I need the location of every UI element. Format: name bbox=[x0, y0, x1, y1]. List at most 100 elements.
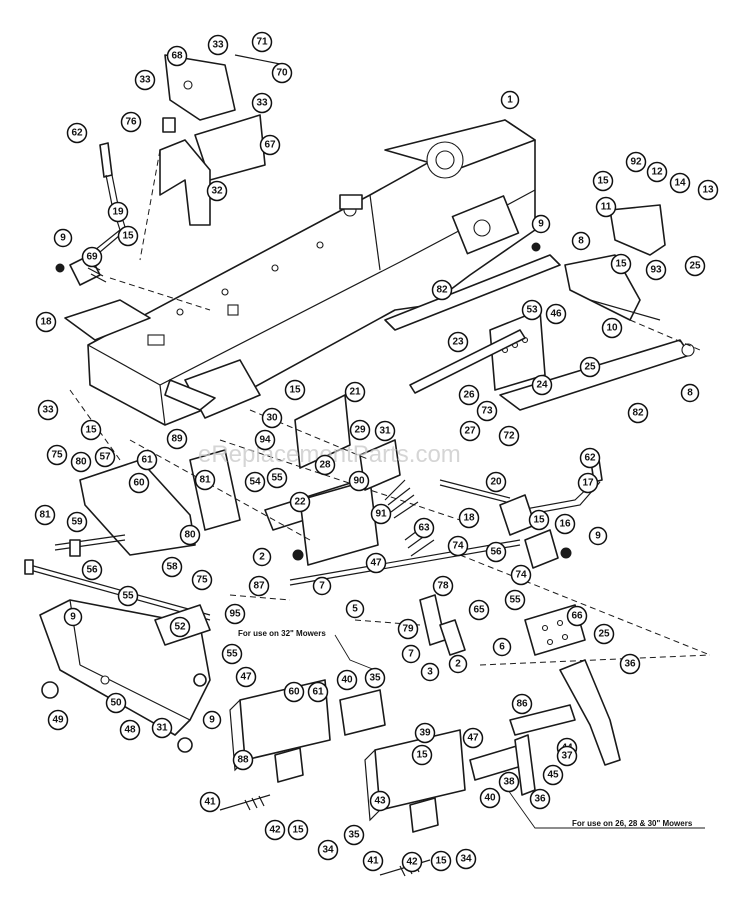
callout-circle bbox=[601, 317, 623, 339]
callout-number: 9 bbox=[70, 612, 76, 623]
callout-26: 26 bbox=[458, 384, 480, 406]
callout-80: 80 bbox=[70, 451, 92, 473]
lower-brackets bbox=[229, 679, 576, 833]
note-leader-26-28-30 bbox=[507, 789, 705, 829]
callout-circle bbox=[336, 669, 358, 691]
callout-circle bbox=[579, 447, 601, 469]
callout-circle bbox=[166, 45, 188, 67]
callout-60: 60 bbox=[283, 681, 305, 703]
callout-19: 19 bbox=[107, 201, 129, 223]
callout-12: 12 bbox=[646, 161, 668, 183]
callout-number: 82 bbox=[436, 285, 448, 296]
callout-circle bbox=[264, 819, 286, 841]
callout-circle bbox=[151, 717, 173, 739]
callout-number: 2 bbox=[455, 659, 461, 670]
callout-circle bbox=[593, 623, 615, 645]
callout-31: 31 bbox=[374, 420, 396, 442]
callout-number: 30 bbox=[266, 413, 278, 424]
callout-circle bbox=[420, 662, 440, 682]
callout-67: 67 bbox=[259, 134, 281, 156]
callout-circle bbox=[645, 259, 667, 281]
callout-circle bbox=[431, 279, 453, 301]
callout-number: 47 bbox=[370, 558, 382, 569]
callout-number: 9 bbox=[209, 715, 215, 726]
callout-number: 13 bbox=[702, 185, 714, 196]
callout-circle bbox=[369, 790, 391, 812]
callout-number: 63 bbox=[418, 523, 430, 534]
callout-25: 25 bbox=[684, 255, 706, 277]
callout-45: 45 bbox=[542, 764, 564, 786]
callout-number: 65 bbox=[473, 605, 485, 616]
callout-number: 47 bbox=[467, 733, 479, 744]
callout-16: 16 bbox=[554, 513, 576, 535]
callout-number: 82 bbox=[632, 408, 644, 419]
callout-number: 2 bbox=[259, 552, 265, 563]
note-26-28-30-mowers: For use on 26, 28 & 30" Mowers bbox=[572, 819, 693, 828]
callout-number: 49 bbox=[52, 715, 64, 726]
callout-82: 82 bbox=[627, 402, 649, 424]
callout-circle bbox=[545, 303, 567, 325]
callout-circle bbox=[479, 787, 501, 809]
center-linkage bbox=[264, 394, 521, 586]
callout-number: 72 bbox=[503, 431, 515, 442]
callout-number: 10 bbox=[606, 323, 618, 334]
parts-drawing bbox=[24, 54, 711, 877]
callout-circle bbox=[430, 850, 452, 872]
callout-circle bbox=[348, 470, 370, 492]
callout-circle bbox=[364, 667, 386, 689]
callout-circle bbox=[244, 471, 266, 493]
callout-number: 57 bbox=[99, 452, 111, 463]
callout-number: 61 bbox=[312, 687, 324, 698]
callout-80: 80 bbox=[179, 524, 201, 546]
callout-number: 55 bbox=[122, 591, 134, 602]
callout-circle bbox=[447, 535, 469, 557]
callout-number: 41 bbox=[367, 856, 379, 867]
callout-circle bbox=[191, 569, 213, 591]
callout-number: 42 bbox=[269, 825, 281, 836]
callout-circle bbox=[646, 161, 668, 183]
callout-47: 47 bbox=[462, 727, 484, 749]
callout-61: 61 bbox=[307, 681, 329, 703]
callout-63: 63 bbox=[413, 517, 435, 539]
callout-87: 87 bbox=[248, 575, 270, 597]
callout-28: 28 bbox=[314, 454, 336, 476]
callout-number: 31 bbox=[156, 723, 168, 734]
callout-95: 95 bbox=[224, 603, 246, 625]
callout-number: 93 bbox=[650, 265, 662, 276]
callout-55: 55 bbox=[266, 467, 288, 489]
callout-number: 66 bbox=[571, 611, 583, 622]
callout-number: 25 bbox=[689, 261, 701, 272]
callout-number: 33 bbox=[139, 75, 151, 86]
callout-circle bbox=[312, 576, 332, 596]
callout-5: 5 bbox=[345, 599, 365, 619]
callout-15: 15 bbox=[610, 253, 632, 275]
callout-number: 75 bbox=[51, 450, 63, 461]
callout-number: 62 bbox=[584, 453, 596, 464]
callout-circle bbox=[81, 246, 103, 268]
callout-number: 73 bbox=[481, 406, 493, 417]
callout-48: 48 bbox=[119, 719, 141, 741]
callout-number: 35 bbox=[348, 830, 360, 841]
callout-75: 75 bbox=[46, 444, 68, 466]
callout-2: 2 bbox=[252, 547, 272, 567]
callout-number: 60 bbox=[133, 478, 145, 489]
callout-circle bbox=[462, 727, 484, 749]
callout-circle bbox=[66, 122, 88, 144]
callout-number: 75 bbox=[196, 575, 208, 586]
callout-number: 47 bbox=[240, 672, 252, 683]
callout-15: 15 bbox=[117, 225, 139, 247]
callout-number: 8 bbox=[687, 388, 693, 399]
callout-23: 23 bbox=[447, 331, 469, 353]
callout-number: 55 bbox=[226, 649, 238, 660]
callout-circle bbox=[397, 618, 419, 640]
callout-circle bbox=[120, 111, 142, 133]
callout-number: 45 bbox=[547, 770, 559, 781]
callout-circle bbox=[266, 467, 288, 489]
callout-number: 33 bbox=[42, 405, 54, 416]
callout-circle bbox=[34, 504, 56, 526]
callout-number: 90 bbox=[353, 476, 365, 487]
callout-number: 7 bbox=[408, 649, 414, 660]
callout-37: 37 bbox=[556, 745, 578, 767]
callout-number: 18 bbox=[463, 513, 475, 524]
